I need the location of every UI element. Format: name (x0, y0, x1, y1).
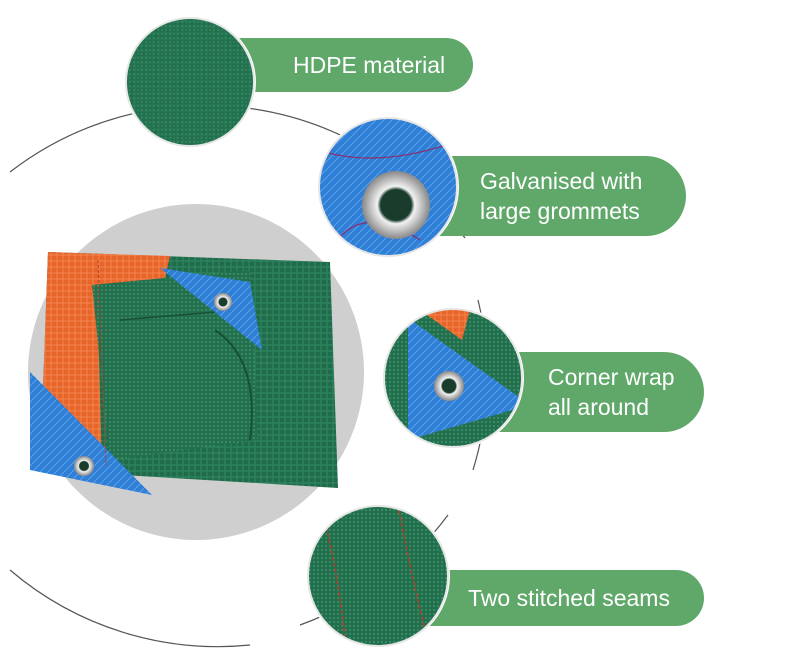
feature-text-hdpe: HDPE material (293, 52, 446, 78)
feature-text-seams: Two stitched seams (468, 585, 670, 611)
feature-text-grommets-line2: large grommets (480, 198, 640, 224)
feature-text-grommets-line1: Galvanised with (480, 168, 643, 194)
feature-label-seams: Two stitched seams (418, 570, 704, 626)
feature-label-grommets: Galvanised with large grommets (420, 156, 686, 236)
feature-label-corner: Corner wrap all around (492, 352, 704, 432)
folded-net-image (30, 252, 338, 495)
feature-text-corner-line2: all around (548, 394, 650, 420)
feature-label-hdpe: HDPE material (205, 38, 473, 92)
feature-text-corner-line1: Corner wrap (548, 364, 675, 390)
